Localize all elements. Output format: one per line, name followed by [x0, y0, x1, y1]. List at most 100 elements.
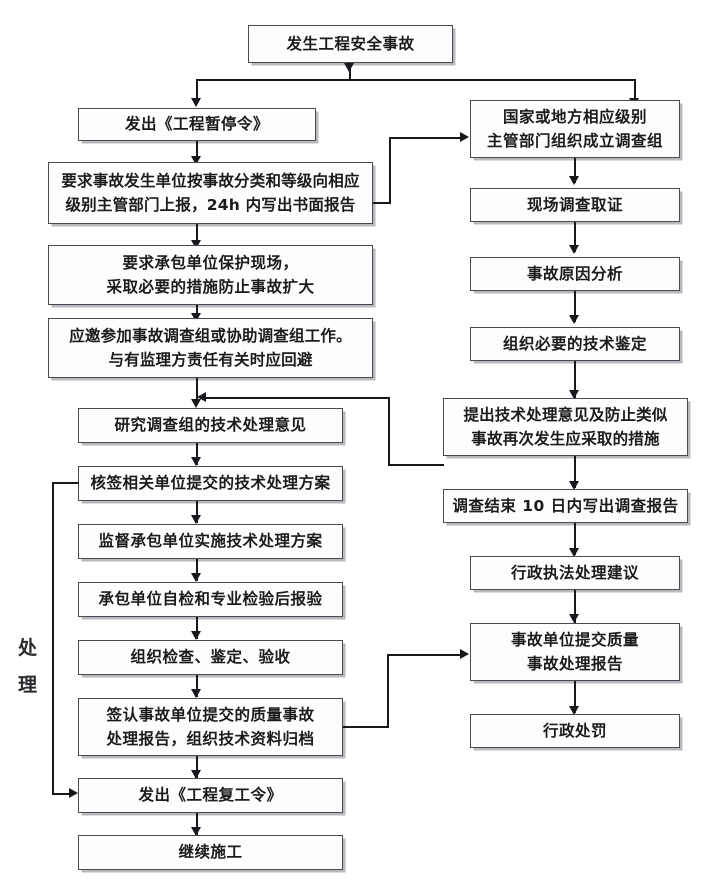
arrow-measures-to-invreport [569, 481, 579, 490]
connector-measures-to-study-v [388, 397, 390, 465]
arrow-advice-to-submit [569, 614, 579, 623]
connector-report-to-team-h2 [389, 137, 461, 139]
node-report-request-line2: 级别主管部门上报，24h 内写出书面报告 [65, 196, 356, 214]
arrow-measures-to-study [197, 392, 206, 402]
node-resume-order: 发出《工程复工令》 [78, 778, 343, 813]
side-label-handling: 处 理 [13, 630, 43, 704]
arrow-self-to-organize [191, 631, 201, 640]
node-admin-penalty: 行政处罚 [470, 714, 680, 748]
node-tech-appraisal: 组织必要的技术鉴定 [470, 327, 680, 361]
arrow-suspend-to-report [191, 156, 201, 165]
node-organize-check: 组织检查、鉴定、验收 [78, 640, 343, 675]
connector-report-to-protect [196, 224, 198, 242]
connector-invreport-to-advice [574, 523, 576, 555]
arrow-protect-to-join [191, 313, 201, 322]
connector-measures-to-study-h1 [388, 464, 444, 466]
arrow-sign-to-supervise [191, 515, 201, 524]
connector-confirm-to-submit-h2 [387, 654, 461, 656]
node-continue-work: 继续施工 [78, 835, 343, 870]
connector-self-to-organize [196, 617, 198, 639]
connector-report-to-team-h1 [373, 202, 391, 204]
connector-feedback-h1 [52, 482, 79, 484]
connector-organize-to-confirm [196, 675, 198, 697]
node-report-request-line1: 要求事故发生单位按事故分类和等级向相应 [61, 171, 360, 190]
node-supervise-impl: 监督承包单位实施技术处理方案 [78, 524, 343, 559]
side-label-char-1: 处 [17, 637, 38, 659]
connector-join-to-study [196, 378, 198, 405]
node-supervise-impl-label: 监督承包单位实施技术处理方案 [98, 532, 323, 551]
arrow-join-to-study [191, 399, 201, 408]
node-site-evidence: 现场调查取证 [470, 188, 680, 222]
node-confirm-report-line1: 签认事故单位提交的质量事故 [106, 705, 315, 724]
connector-sign-to-supervise [196, 501, 198, 523]
connector-appraisal-to-measures [574, 361, 576, 398]
node-enforcement-advice: 行政执法处理建议 [470, 556, 680, 590]
node-investigation-report-label: 调查结束 10 日内写出调查报告 [452, 496, 679, 515]
node-propose-measures-line1: 提出技术处理意见及防止类似 [463, 405, 668, 424]
node-start-label: 发生工程安全事故 [286, 34, 415, 53]
node-propose-measures: 提出技术处理意见及防止类似 事故再次发生应采取的措施 [443, 398, 688, 456]
arrow-feedback-to-resume [69, 788, 78, 798]
connector-confirm-to-resume [196, 756, 198, 778]
connector-team-to-evidence [574, 158, 576, 183]
connector-measures-to-invreport [574, 456, 576, 488]
arrow-appraisal-to-measures [569, 390, 579, 399]
node-sign-scheme-label: 核签相关单位提交的技术处理方案 [90, 474, 331, 493]
node-protect-site: 要求承包单位保护现场， 采取必要的措施防止事故扩大 [48, 245, 373, 305]
node-self-inspect: 承包单位自检和专业检验后报验 [78, 582, 343, 617]
arrow-team-to-evidence [569, 176, 579, 185]
node-study-opinion-label: 研究调查组的技术处理意见 [114, 416, 307, 435]
node-resume-order-label: 发出《工程复工令》 [138, 786, 283, 805]
connector-resume-to-continue [196, 813, 198, 835]
node-submit-quality-report-line1: 事故单位提交质量 [510, 630, 639, 649]
node-join-investigation-line1: 应邀参加事故调查组或协助调查组工作。 [69, 326, 352, 345]
node-self-inspect-label: 承包单位自检和专业检验后报验 [98, 590, 323, 609]
connector-supervise-to-self [196, 559, 198, 581]
node-form-team-line2: 主管部门组织成立调查组 [486, 132, 663, 150]
connector-suspend-to-report [196, 141, 198, 158]
connector-feedback-h2 [52, 793, 70, 795]
node-study-opinion: 研究调查组的技术处理意见 [78, 408, 343, 443]
node-submit-quality-report: 事故单位提交质量 事故处理报告 [470, 623, 680, 681]
node-cause-analysis-label: 事故原因分析 [526, 264, 623, 283]
arrow-invreport-to-advice [569, 548, 579, 557]
node-suspend-order-label: 发出《工程暂停令》 [124, 115, 269, 134]
node-join-investigation: 应邀参加事故调查组或协助调查组工作。 与有监理方责任有关时应回避 [48, 318, 373, 378]
node-tech-appraisal-label: 组织必要的技术鉴定 [502, 334, 647, 353]
node-form-team-line1: 国家或地方相应级别 [502, 107, 647, 126]
node-protect-site-line1: 要求承包单位保护现场， [122, 253, 299, 272]
arrow-confirm-to-submit [460, 649, 469, 659]
node-form-team: 国家或地方相应级别 主管部门组织成立调查组 [470, 100, 680, 158]
arrow-split-left [191, 98, 201, 107]
side-label-char-2: 理 [17, 674, 38, 697]
node-continue-work-label: 继续施工 [178, 843, 243, 862]
connector-evidence-to-cause [574, 222, 576, 252]
node-suspend-order: 发出《工程暂停令》 [78, 108, 316, 141]
node-confirm-report-line2: 处理报告，组织技术资料归档 [106, 730, 315, 748]
node-cause-analysis: 事故原因分析 [470, 257, 680, 291]
connector-report-to-team-v [389, 137, 391, 203]
node-submit-quality-report-line2: 事故处理报告 [526, 655, 623, 673]
connector-split-right-down [634, 79, 636, 100]
connector-split-horizontal [196, 79, 636, 81]
arrow-cause-to-appraisal [569, 315, 579, 324]
connector-submit-to-penalty [574, 681, 576, 713]
node-sign-scheme: 核签相关单位提交的技术处理方案 [78, 466, 343, 501]
connector-split-left-down [196, 79, 198, 100]
arrow-organize-to-confirm [191, 689, 201, 698]
arrow-evidence-to-cause [569, 245, 579, 254]
node-report-request: 要求事故发生单位按事故分类和等级向相应 级别主管部门上报，24h 内写出书面报告 [48, 162, 373, 224]
node-start: 发生工程安全事故 [248, 25, 453, 63]
node-join-investigation-line2: 与有监理方责任有关时应回避 [108, 351, 313, 369]
arrow-report-to-team [460, 132, 469, 142]
node-admin-penalty-label: 行政处罚 [542, 721, 607, 740]
arrow-start-center [344, 63, 354, 72]
arrow-supervise-to-self [191, 573, 201, 582]
node-confirm-report: 签认事故单位提交的质量事故 处理报告，组织技术资料归档 [78, 698, 343, 756]
arrow-study-to-sign [191, 457, 201, 466]
node-investigation-report: 调查结束 10 日内写出调查报告 [443, 489, 688, 523]
arrow-resume-to-continue [191, 827, 201, 836]
arrow-submit-to-penalty [569, 706, 579, 715]
connector-study-to-sign [196, 443, 198, 465]
